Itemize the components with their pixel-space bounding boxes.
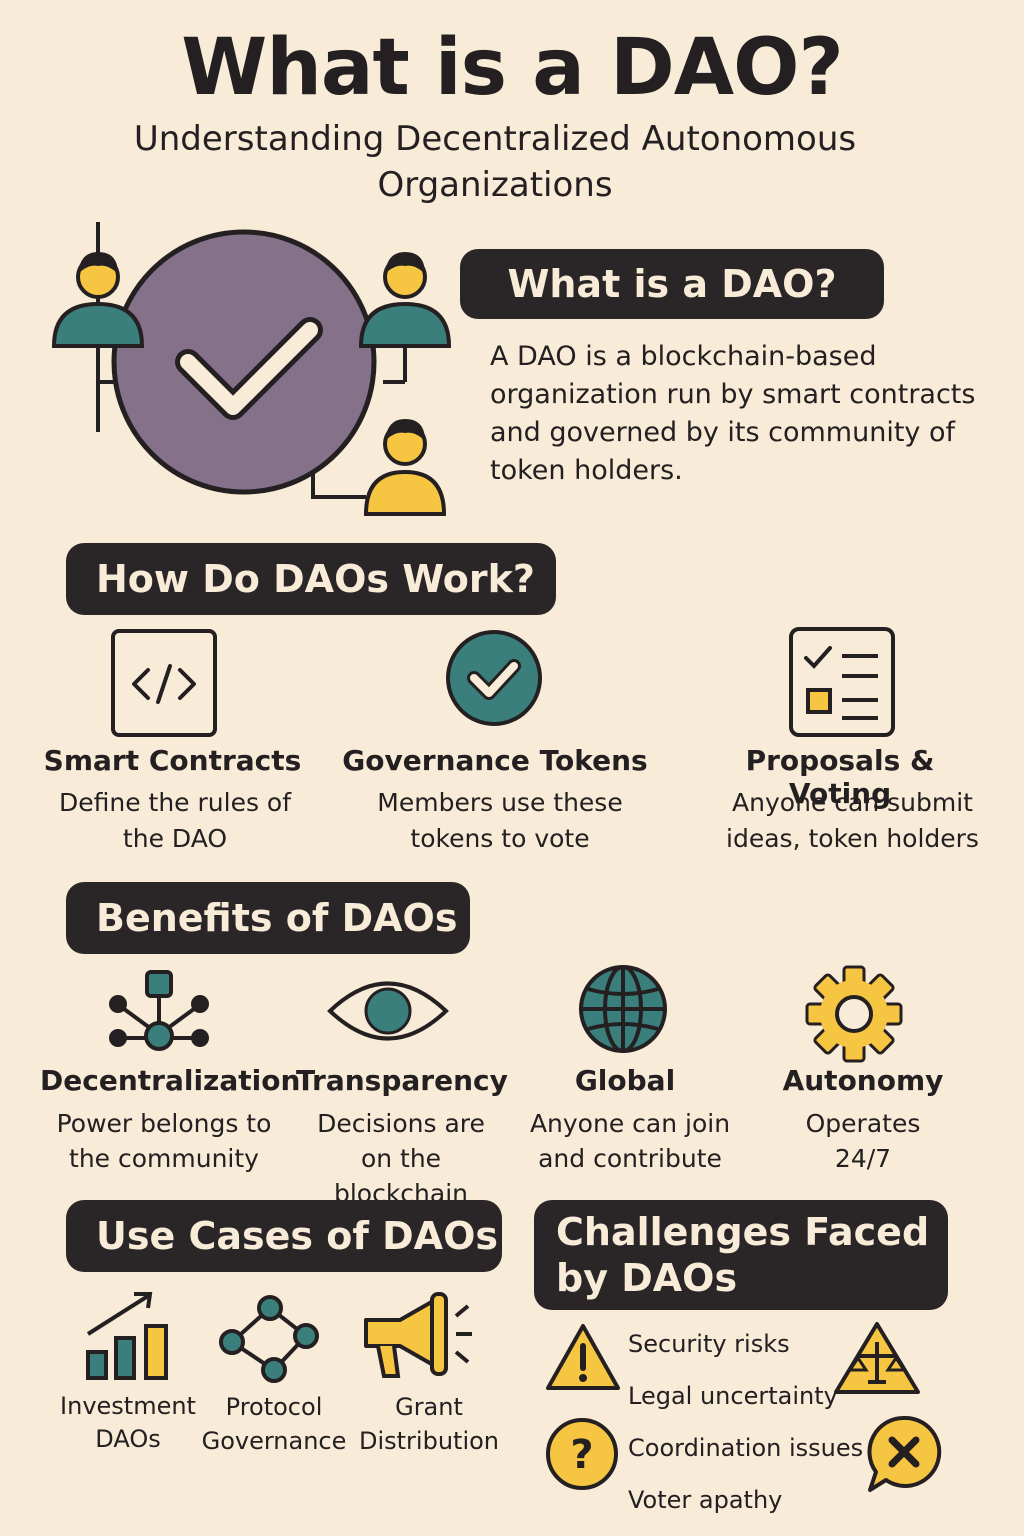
challenges-heading: Challenges Faced by DAOs [534,1200,948,1310]
use-case-label: Protocol Governance [201,1393,347,1455]
benefit-title: Transparency [296,1064,508,1097]
nodes-icon [219,1295,319,1383]
vote-circle [111,229,377,495]
warning-icon [546,1324,620,1390]
intro-text: A DAO is a blockchain-based organization… [490,341,976,486]
gear-icon [805,965,903,1063]
cross-bubble-icon [867,1415,942,1492]
how-item-title: Proposals & Voting [745,744,935,810]
use-case-label: Investment DAOs [60,1392,196,1453]
legal-scale-icon [834,1322,920,1394]
challenge-item: Voter apathy [628,1486,783,1514]
checklist-icon [789,627,895,737]
use-case-label: Grant Distribution [358,1393,499,1455]
benefit-title: Decentralization [40,1064,301,1097]
question-icon: ? [546,1418,618,1490]
use-cases-heading: Use Cases of DAOs [66,1200,502,1272]
challenge-item: Coordination issues [628,1434,864,1462]
benefit-desc: Operates 24/7 [805,1109,921,1173]
benefits-heading: Benefits of DAOs [66,882,470,954]
eye-icon [327,981,449,1041]
svg-text:?: ? [570,1432,593,1478]
how-item-desc: Define the rules of the DAO [58,788,292,853]
megaphone-icon [364,1292,472,1378]
how-item-title: Smart Contracts [43,744,302,777]
challenge-item: Legal uncertainty [628,1382,838,1410]
how-item-desc: Anyone can submit ideas, token holders [726,788,979,853]
globe-icon [579,965,667,1053]
benefit-desc: Power belongs to the community [56,1109,272,1173]
dao-community-illustration [51,222,452,516]
network-icon [109,970,209,1051]
benefit-desc: Anyone can join and contribute [529,1109,731,1173]
benefit-title: Global [574,1064,676,1097]
how-heading: How Do DAOs Work? [66,543,556,615]
how-item-title: Governance Tokens [342,744,648,777]
code-icon [111,629,217,737]
benefit-title: Autonomy [782,1064,944,1097]
check-circle-icon [446,630,542,726]
page-subtitle: Understanding Decentralized Autonomous O… [133,119,857,205]
growth-chart-icon [86,1292,168,1380]
intro-heading: What is a DAO? [460,249,884,319]
challenge-item: Security risks [628,1330,790,1358]
benefit-desc: Decisions are on the blockchain [317,1109,485,1208]
how-item-desc: Members use these tokens to vote [377,788,623,853]
page-title: What is a DAO? [181,23,843,113]
